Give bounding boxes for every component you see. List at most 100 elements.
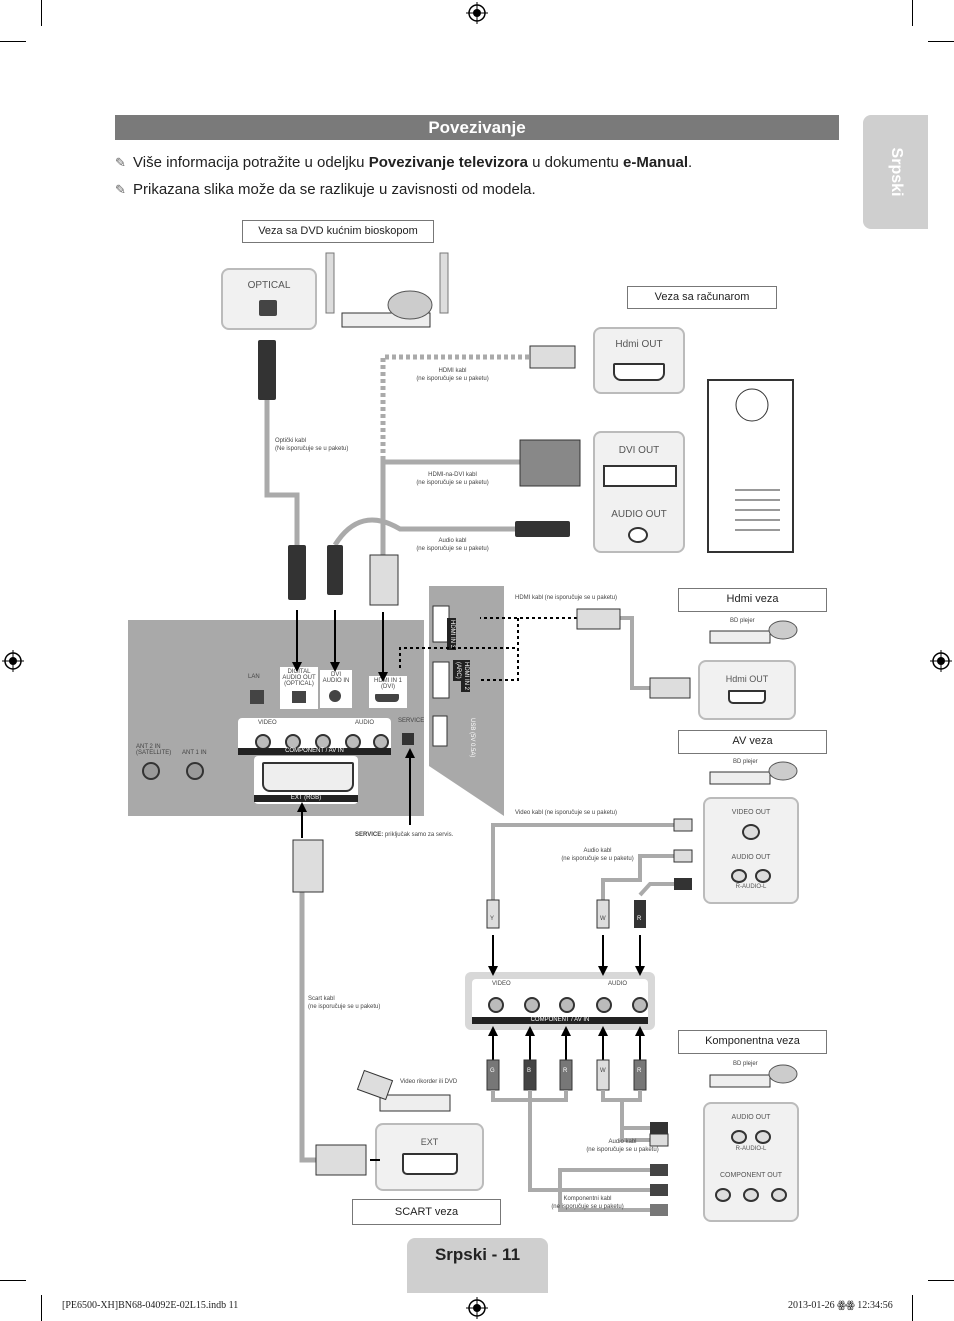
hdmi-out-panel: Hdmi OUT xyxy=(593,327,685,394)
pc-dvi-audio-panel: DVI OUT AUDIO OUT xyxy=(593,431,685,553)
audio-label: AUDIO xyxy=(608,981,628,987)
antenna-socket-icon xyxy=(142,762,160,780)
bd-player-label: BD plejer xyxy=(733,1061,758,1067)
language-tab: Srpski xyxy=(863,115,928,229)
page-number: Srpski - 11 xyxy=(407,1238,548,1293)
service-note-text: priključak samo za servis. xyxy=(383,832,454,838)
crop-mark xyxy=(41,1295,42,1321)
dvi-audio-in-block: DVI AUDIO IN xyxy=(320,670,352,708)
plug-letter: G xyxy=(490,1068,495,1074)
rca-jack-icon xyxy=(715,1188,731,1202)
tv-port-label: HDMI IN 1 xyxy=(373,678,402,684)
rca-jack-icon xyxy=(771,1188,787,1202)
registration-mark-icon xyxy=(466,1297,488,1319)
hdmi-dvi-cable-note: (ne isporučuje se u paketu) xyxy=(416,480,489,486)
rca-jack-icon xyxy=(596,997,612,1013)
av-audio-cable-note: (ne isporučuje se u paketu) xyxy=(561,856,634,862)
av-connection-label: AV veza xyxy=(678,730,827,754)
note-line: ✎ Više informacija potražite u odeljku Po… xyxy=(115,154,692,171)
antenna-socket-icon xyxy=(186,762,204,780)
note-line: ✎ Prikazana slika može da se razlikuje u … xyxy=(115,181,536,198)
scart-socket-icon xyxy=(262,762,354,792)
hdmi-cable-label: HDMI kabl xyxy=(438,368,467,374)
note-pencil-icon: ✎ xyxy=(115,155,126,170)
ant1-label: ANT 1 IN xyxy=(182,750,207,756)
note-text: Prikazana slika može da se razlikuje u z… xyxy=(133,181,536,198)
note-bold: Povezivanje televizora xyxy=(368,154,528,171)
crop-mark xyxy=(0,1280,26,1281)
hdmi-socket-icon xyxy=(613,363,665,381)
plug-letter: R xyxy=(563,1068,568,1074)
plug-letter: Y xyxy=(490,916,495,922)
page-title: Povezivanje xyxy=(115,115,839,140)
tv-port-label: AUDIO OUT xyxy=(282,675,316,681)
hdmi-side-cable-label: HDMI kabl (ne isporučuje se u paketu) xyxy=(515,595,618,601)
rca-jack-icon xyxy=(559,997,575,1013)
crop-mark xyxy=(0,41,26,42)
dvi-out-label: DVI OUT xyxy=(618,445,660,456)
bd-player-label: BD plejer xyxy=(730,618,755,624)
scart-cable-note: (ne isporučuje se u paketu) xyxy=(308,1004,381,1010)
component-av-in-label: COMPONENT / AV IN xyxy=(238,748,391,755)
component-av-in-label: COMPONENT / AV IN xyxy=(472,1017,648,1024)
bd-hdmi-out-panel: Hdmi OUT xyxy=(698,660,796,720)
rca-jack-icon xyxy=(731,869,747,883)
service-socket-icon xyxy=(402,733,414,745)
r-audio-l-label: R-AUDIO-L xyxy=(735,884,767,890)
av-audio-cable-label: Audio kabl xyxy=(583,848,612,854)
video-cable-label: Video kabl (ne isporučuje se u paketu) xyxy=(515,810,617,816)
optical-socket-icon xyxy=(292,691,306,703)
audio-out-small-label: AUDIO OUT xyxy=(731,1114,771,1121)
optical-cable-note: (Ne isporučuje se u paketu) xyxy=(275,446,349,452)
tv-port-label: DIGITAL xyxy=(287,669,311,675)
hdmi-in1-block: HDMI IN 1 (DVI) xyxy=(369,676,407,708)
service-note-bold: SERVICE: xyxy=(355,832,384,838)
lan-label: LAN xyxy=(248,674,260,680)
ant2-label: ANT 2 IN xyxy=(136,744,161,750)
hdmi-dvi-cable-label: HDMI-na-DVI kabl xyxy=(428,472,477,478)
component-cable-note: (ne isporučuje se u paketu) xyxy=(551,1204,624,1210)
crop-mark xyxy=(928,41,954,42)
bd-player-label: BD plejer xyxy=(733,759,758,765)
bd-hdmi-out-label: Hdmi OUT xyxy=(725,674,769,684)
pc-connection-label: Veza sa računarom xyxy=(627,286,777,309)
video-out-label: VIDEO OUT xyxy=(731,809,771,816)
registration-mark-icon xyxy=(2,650,24,672)
note-pencil-icon: ✎ xyxy=(115,182,126,197)
digital-audio-out-block: DIGITAL AUDIO OUT (OPTICAL) xyxy=(280,667,318,709)
component-connection-label: Komponentna veza xyxy=(678,1030,827,1054)
hdmi-connection-label: Hdmi veza xyxy=(678,588,827,612)
rca-jack-icon xyxy=(755,1130,771,1144)
tv-port-label: (DVI) xyxy=(381,684,395,690)
registration-mark-icon xyxy=(930,650,952,672)
note-text: Više informacija potražite u odeljku xyxy=(133,154,369,171)
service-label: SERVICE xyxy=(398,718,425,724)
crop-mark xyxy=(912,1295,913,1321)
bd-av-out-panel: VIDEO OUT AUDIO OUT R-AUDIO-L xyxy=(703,797,799,904)
crop-mark xyxy=(912,0,913,26)
tv-audio-label: AUDIO xyxy=(355,720,375,726)
ext-panel: EXT xyxy=(375,1123,484,1191)
dvi-socket-icon xyxy=(603,465,677,487)
lan-socket-icon xyxy=(250,690,264,704)
registration-mark-icon xyxy=(466,2,488,24)
optical-socket-icon xyxy=(259,300,277,316)
note-text: . xyxy=(688,154,693,171)
hdmi-socket-icon xyxy=(728,690,766,704)
note-text: u dokumentu xyxy=(527,154,623,171)
audio-jack-icon xyxy=(628,527,648,543)
audio-out-small-label: AUDIO OUT xyxy=(731,854,771,861)
optical-cable-label: Optički kabl xyxy=(275,438,307,444)
crop-mark xyxy=(928,1280,954,1281)
rca-jack-icon xyxy=(742,824,760,840)
service-note: SERVICE: priključak samo za servis. xyxy=(355,832,453,839)
hdmi-out-label: Hdmi OUT xyxy=(615,339,663,350)
plug-letter: R xyxy=(637,916,642,922)
hdmi-cable-note: (ne isporučuje se u paketu) xyxy=(416,376,489,382)
tv-video-label: VIDEO xyxy=(258,720,277,726)
scart-connection-label: SCART veza xyxy=(352,1199,501,1225)
tv-port-label: AUDIO IN xyxy=(322,678,350,684)
scart-socket-icon xyxy=(402,1153,458,1175)
plug-letter: R xyxy=(637,1068,642,1074)
video-label: VIDEO xyxy=(492,981,511,987)
